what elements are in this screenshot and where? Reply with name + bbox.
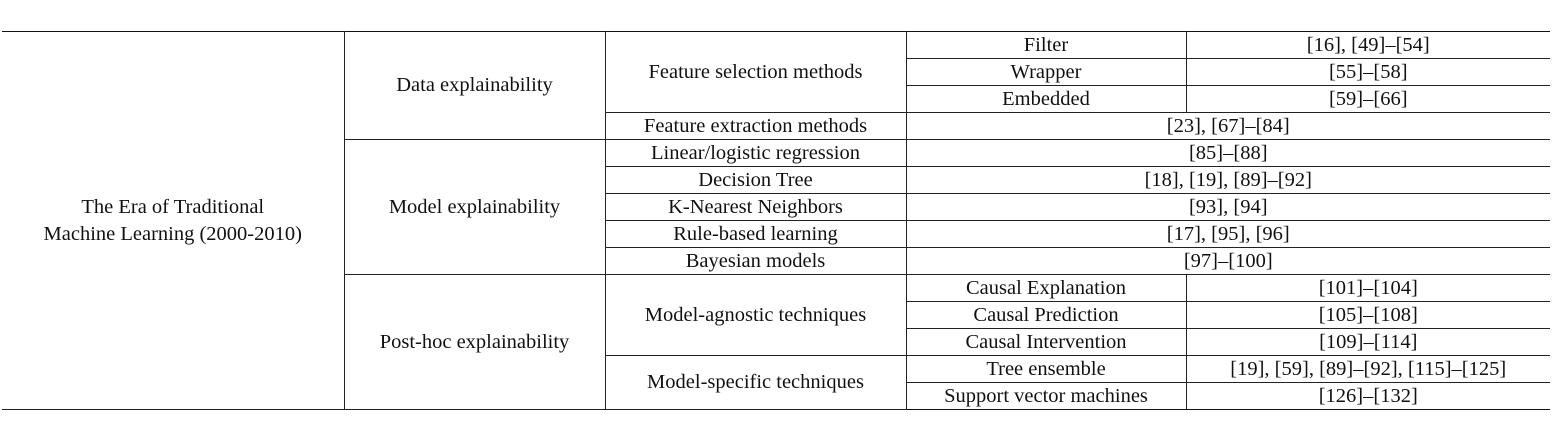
table-row: Model-specific techniques Tree ensemble … bbox=[2, 355, 1550, 410]
category-model-explainability: Model explainability bbox=[343, 139, 606, 275]
refs-cell: [93], [94] bbox=[905, 193, 1550, 221]
table-row: Causal Prediction [105]–[108] bbox=[2, 301, 1550, 329]
method-cell: Linear/logistic regression bbox=[604, 139, 907, 167]
refs-cell: [55]–[58] bbox=[1185, 58, 1550, 86]
table-row: Wrapper [55]–[58] bbox=[2, 58, 1550, 86]
table-row: Bayesian models [97]–[100] bbox=[2, 247, 1550, 275]
method-cell: Filter bbox=[905, 31, 1187, 59]
method-cell: Causal Prediction bbox=[905, 301, 1187, 329]
method-cell: Tree ensemble bbox=[905, 355, 1187, 383]
category-data-explainability: Data explainability bbox=[343, 31, 606, 140]
table-row: Post-hoc explainability Model-agnostic t… bbox=[2, 274, 1550, 410]
method-cell: Embedded bbox=[905, 85, 1187, 113]
table-row: Decision Tree [18], [19], [89]–[92] bbox=[2, 166, 1550, 194]
explainability-survey-table: The Era of Traditional Machine Learning … bbox=[2, 31, 1550, 410]
refs-cell: [16], [49]–[54] bbox=[1185, 31, 1550, 59]
refs-cell: [105]–[108] bbox=[1185, 301, 1550, 329]
method-cell: Causal Explanation bbox=[905, 274, 1187, 302]
table-caption-cropped bbox=[0, 0, 1554, 10]
table-row: K-Nearest Neighbors [93], [94] bbox=[2, 193, 1550, 221]
method-cell: Rule-based learning bbox=[604, 220, 907, 248]
table-row: Model explainability Linear/logistic reg… bbox=[2, 139, 1550, 275]
method-cell: Support vector machines bbox=[905, 382, 1187, 410]
subcategory-feature-extraction: Feature extraction methods bbox=[604, 112, 907, 140]
method-cell: Causal Intervention bbox=[905, 328, 1187, 356]
refs-cell: [126]–[132] bbox=[1185, 382, 1550, 410]
refs-cell: [17], [95], [96] bbox=[905, 220, 1550, 248]
refs-cell: [18], [19], [89]–[92] bbox=[905, 166, 1550, 194]
method-cell: K-Nearest Neighbors bbox=[604, 193, 907, 221]
refs-cell: [85]–[88] bbox=[905, 139, 1550, 167]
table-row: Feature extraction methods [23], [67]–[8… bbox=[2, 112, 1550, 140]
subcategory-feature-selection: Feature selection methods bbox=[604, 31, 907, 113]
refs-cell: [19], [59], [89]–[92], [115]–[125] bbox=[1185, 355, 1550, 383]
table-row: Causal Intervention [109]–[114] bbox=[2, 328, 1550, 356]
subcategory-model-agnostic: Model-agnostic techniques bbox=[604, 274, 907, 356]
method-cell: Wrapper bbox=[905, 58, 1187, 86]
subcategory-model-specific: Model-specific techniques bbox=[604, 355, 907, 410]
refs-cell: [97]–[100] bbox=[905, 247, 1550, 275]
refs-cell: [109]–[114] bbox=[1185, 328, 1550, 356]
era-cell: The Era of Traditional Machine Learning … bbox=[2, 31, 345, 410]
method-cell: Bayesian models bbox=[604, 247, 907, 275]
method-cell: Decision Tree bbox=[604, 166, 907, 194]
table-row: Support vector machines [126]–[132] bbox=[2, 382, 1550, 410]
era-line-2: Machine Learning (2000-2010) bbox=[43, 222, 302, 245]
category-posthoc-explainability: Post-hoc explainability bbox=[343, 274, 606, 410]
era-line-1: The Era of Traditional bbox=[81, 195, 265, 218]
refs-cell: [23], [67]–[84] bbox=[905, 112, 1550, 140]
table-row: The Era of Traditional Machine Learning … bbox=[2, 31, 1550, 410]
refs-cell: [59]–[66] bbox=[1185, 85, 1550, 113]
refs-cell: [101]–[104] bbox=[1185, 274, 1550, 302]
